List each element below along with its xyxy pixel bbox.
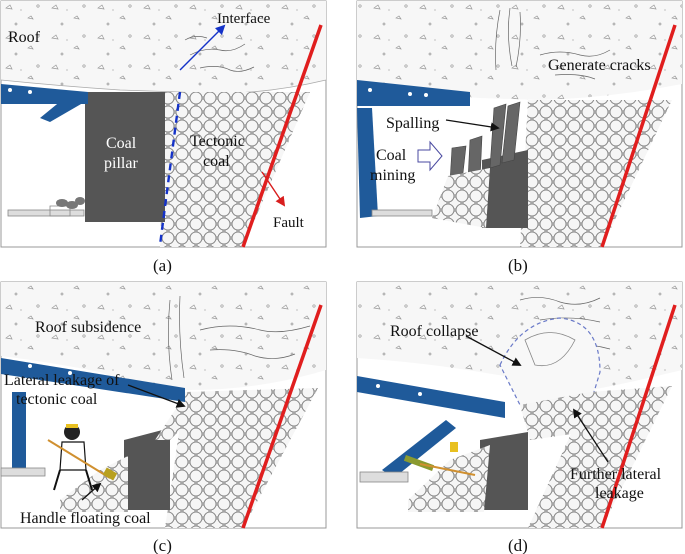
spalling-slabs (449, 101, 521, 183)
panel-d: Roof collapse Further lateral leakage (d… (356, 281, 683, 554)
roof-collapse-label: Roof collapse (390, 323, 478, 340)
fault-line (241, 304, 323, 529)
fault-line (241, 24, 323, 248)
coal-pillar-label-2: pillar (104, 155, 138, 172)
fault-line (600, 304, 677, 529)
caption-b: (b) (508, 256, 528, 275)
coal-pillar (124, 428, 170, 510)
spalling-arrow (445, 119, 500, 132)
roof-cracks (495, 7, 611, 80)
coal-pillar (480, 432, 528, 510)
floor-coal (56, 197, 85, 209)
leaked-coal (520, 392, 600, 440)
interface-line (158, 91, 182, 246)
generate-cracks-label: Generate cracks (548, 57, 651, 74)
hydraulic-support (0, 358, 185, 477)
caption-d: (d) (508, 536, 528, 554)
coal-mining-label-1: Coal (376, 147, 407, 164)
coal-mining-arrow (417, 140, 443, 172)
tectonic-coal-label-1: Tectonic (190, 133, 245, 150)
further-lateral-label-1: Further lateral (570, 466, 662, 483)
further-lateral-label-2: leakage (595, 485, 644, 502)
roof-label: Roof (8, 29, 41, 46)
coal-pillar (85, 92, 165, 222)
caption-a: (a) (153, 256, 172, 275)
coal-pillar (482, 150, 528, 228)
hydraulic-support (1, 84, 88, 217)
coal-pillar-label-1: Coal (106, 135, 137, 152)
spalling-label: Spalling (386, 115, 439, 132)
hydraulic-support (357, 376, 505, 483)
roof-subsidence-label: Roof subsidence (35, 319, 141, 336)
handle-floating-coal-label: Handle floating coal (20, 510, 151, 527)
interface-arrow (179, 24, 226, 71)
caption-c: (c) (153, 536, 172, 554)
broken-coal-pile (432, 168, 490, 228)
lateral-leakage-label-1: Lateral leakage of (4, 372, 120, 389)
further-leakage-arrow (573, 408, 609, 463)
roof-cracks (168, 295, 311, 381)
fault-line (600, 24, 677, 248)
fault-label: Fault (273, 215, 305, 231)
fault-arrow (261, 171, 286, 207)
leakage-arrow (127, 384, 186, 408)
interface-label: Interface (217, 11, 271, 27)
tectonic-coal-label-2: coal (203, 153, 230, 170)
shovel-icon (47, 439, 111, 479)
panel-b: Generate cracks Spalling Coal mining (b) (356, 0, 683, 275)
tectonic-coal-mass (160, 92, 310, 247)
tectonic-coal-mass (520, 100, 672, 247)
miner-figure (47, 424, 118, 491)
panel-a: Roof Interface Coal pillar Tectonic coal… (0, 0, 327, 275)
floating-coal-pile (408, 445, 490, 512)
roof-strata (357, 1, 682, 100)
roof-strata (1, 282, 326, 392)
roof-collapse-arrow (465, 335, 522, 366)
roof-strata (1, 1, 326, 94)
panel-c: Roof subsidence Lateral leakage of tecto… (0, 281, 327, 554)
lateral-leakage-label-2: tectonic coal (16, 391, 98, 408)
hydraulic-support (357, 80, 470, 218)
floating-coal-arrow (81, 482, 102, 501)
coal-mining-label-2: mining (370, 167, 415, 184)
